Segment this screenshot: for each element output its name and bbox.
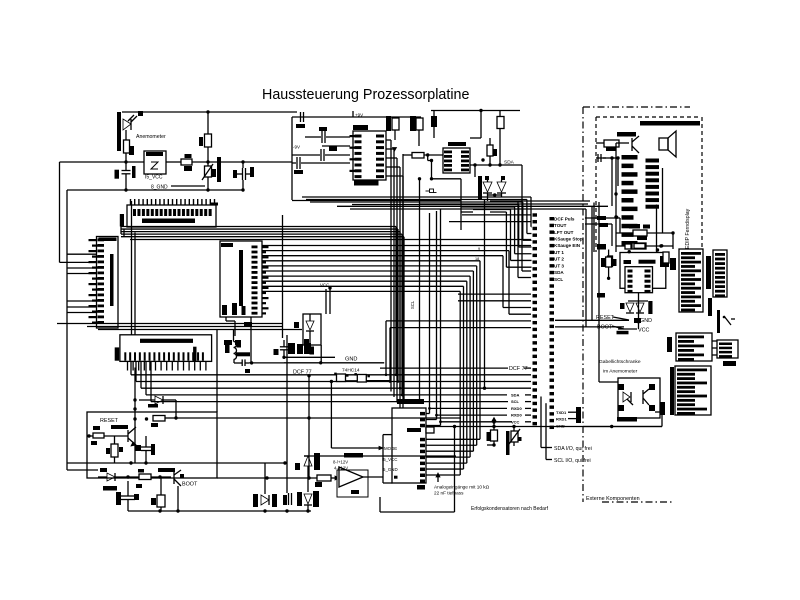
svg-text:8-/+12V: 8-/+12V [333, 460, 348, 465]
svg-text:74HC14: 74HC14 [342, 368, 360, 374]
svg-text:RESET: RESET [100, 418, 119, 424]
svg-text:KSauge EIN: KSauge EIN [554, 243, 581, 248]
svg-text:RXD0: RXD0 [511, 406, 522, 411]
svg-text:TXD1: TXD1 [556, 410, 567, 415]
svg-text:Erfolgskondensatoren nach Beda: Erfolgskondensatoren nach Bedarf [471, 506, 549, 512]
svg-text:SCL I/O, qui frei: SCL I/O, qui frei [554, 458, 591, 464]
svg-text:EDIP Ferndisplay: EDIP Ferndisplay [685, 208, 691, 249]
svg-text:9: 9 [478, 247, 480, 251]
svg-text:SDA: SDA [504, 160, 515, 166]
svg-text:Haussteuerung Prozessorplatine: Haussteuerung Prozessorplatine [262, 87, 469, 103]
svg-text:GND: GND [345, 357, 357, 363]
svg-text:UT 2: UT 2 [554, 257, 564, 262]
svg-text:8_GND: 8_GND [151, 185, 168, 191]
svg-text:im Anemometer: im Anemometer [603, 369, 638, 375]
svg-text:SCL: SCL [554, 277, 563, 282]
svg-text:5_GND: 5_GND [383, 467, 398, 472]
svg-text:DCF Puls: DCF Puls [554, 216, 575, 221]
svg-text:KSauge Stop: KSauge Stop [554, 236, 583, 241]
svg-text:RXD1: RXD1 [556, 417, 567, 422]
svg-text:SCL: SCL [511, 399, 520, 404]
svg-text:18: 18 [475, 257, 479, 261]
svg-text:Anemometer: Anemometer [136, 134, 166, 140]
svg-text:DCF 77: DCF 77 [293, 370, 312, 376]
svg-text:I5_VCC: I5_VCC [145, 175, 163, 181]
svg-text:+9V: +9V [355, 113, 363, 118]
svg-text:Analogeingänge mit 10 kΩ: Analogeingänge mit 10 kΩ [434, 485, 490, 490]
svg-text:VCC: VCC [511, 419, 520, 424]
svg-text:SDA: SDA [511, 393, 520, 398]
svg-text:UT 3: UT 3 [554, 263, 564, 268]
svg-text:DCF 77: DCF 77 [509, 366, 528, 372]
svg-text:VCC: VCC [320, 283, 329, 288]
svg-text:TOUT: TOUT [554, 223, 567, 228]
svg-text:VCC: VCC [638, 328, 649, 334]
svg-text:GND: GND [640, 318, 652, 324]
svg-text:-9V: -9V [293, 145, 300, 150]
svg-text:Gabellichtschranke: Gabellichtschranke [599, 359, 641, 365]
svg-text:UT 1: UT 1 [554, 250, 564, 255]
svg-text:RXD0: RXD0 [511, 413, 522, 418]
svg-text:Externe Komponenten: Externe Komponenten [586, 496, 640, 502]
svg-text:SCL: SCL [410, 300, 415, 309]
svg-text:SDA: SDA [554, 270, 564, 275]
svg-text:SDA I/O, qur frei: SDA I/O, qur frei [554, 446, 592, 452]
svg-text:RESET: RESET [596, 315, 615, 321]
svg-text:BOOT: BOOT [182, 482, 198, 488]
svg-text:I5_VCC: I5_VCC [382, 457, 397, 462]
svg-text:4-/-12V: 4-/-12V [334, 466, 348, 471]
svg-text:MODE: MODE [384, 446, 397, 451]
svg-text:22 nF tiefpass: 22 nF tiefpass [434, 491, 464, 496]
svg-text:LFT OUT: LFT OUT [554, 230, 574, 235]
